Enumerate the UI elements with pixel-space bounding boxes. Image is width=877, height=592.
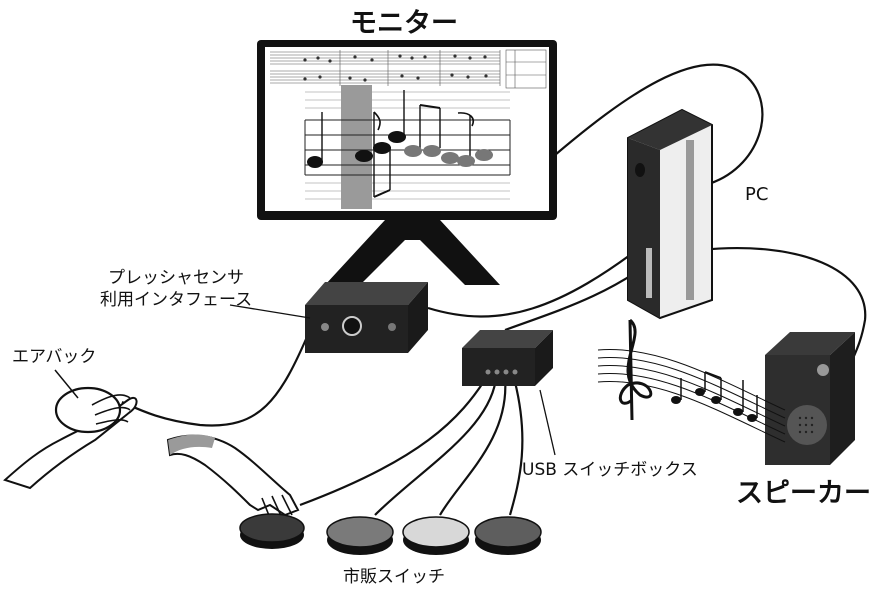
pc-port [646,248,652,298]
label-pressure-interface-1: プレッシャセンサ [108,268,244,288]
usbbox-side [535,330,553,386]
label-monitor: モニター [350,8,458,39]
music-notes-decoration [597,318,786,443]
pc-power-button [635,163,645,177]
usbbox-jacks [485,369,518,375]
cable-monitor-pc [554,63,764,187]
screen-staff-main [304,119,511,176]
speaker-tweeter [817,364,829,376]
usbbox-leader [539,389,556,456]
label-speaker: スピーカー [736,478,871,509]
pc-top [628,110,712,150]
score-preview [270,50,501,86]
speaker-woofer-grill [798,416,814,434]
commercial-switches [239,513,542,555]
pressing-hand [166,434,300,519]
treble-clef-icon [618,318,653,421]
air-bag-hand [3,369,138,490]
speaker-side [830,332,855,465]
cable-switch-2 [374,377,498,516]
switch-3[interactable] [402,516,470,555]
middle-arm-shade [168,434,215,455]
speaker [765,332,855,465]
leader-lines [229,304,556,456]
speaker-top [765,332,855,355]
screen-notes [307,90,493,198]
cables [121,63,867,516]
label-usb-switch-box: USB スイッチボックス [522,460,698,480]
screen-staff [305,91,510,200]
interface-knob [342,316,362,336]
playhead-highlight [341,85,372,209]
usbbox-front [462,348,535,386]
cable-interface-airbag [121,329,312,427]
pc-tower [627,108,713,320]
monitor-screen [265,47,549,211]
interface-side [408,282,428,353]
switch-1[interactable] [239,513,305,549]
pressure-sensor-interface [305,282,428,353]
screen-side-panel [505,49,547,89]
label-pressure-interface-2: 利用インタフェース [100,290,252,310]
monitor [257,40,557,285]
cable-switch-3 [439,377,507,516]
label-commercial-switch: 市販スイッチ [343,567,445,587]
usb-switch-box [462,330,553,386]
interface-leader [229,304,311,319]
switch-2[interactable] [326,516,394,555]
score-notes-mini [303,54,488,82]
airbag-leader-line [54,369,79,399]
interface-port-left [321,323,329,331]
cable-switch-4 [508,377,524,516]
cable-interface-pc [427,239,651,318]
interface-led [388,323,396,331]
switch-4[interactable] [474,516,542,555]
usbbox-top [462,330,553,348]
monitor-stand [325,220,500,285]
pc-front-face [628,138,660,318]
label-air-bag: エアバック [12,347,96,367]
cable-switch-1 [299,374,489,507]
label-pc: PC [745,184,768,205]
left-fingers [91,394,131,425]
interface-top [305,282,428,305]
